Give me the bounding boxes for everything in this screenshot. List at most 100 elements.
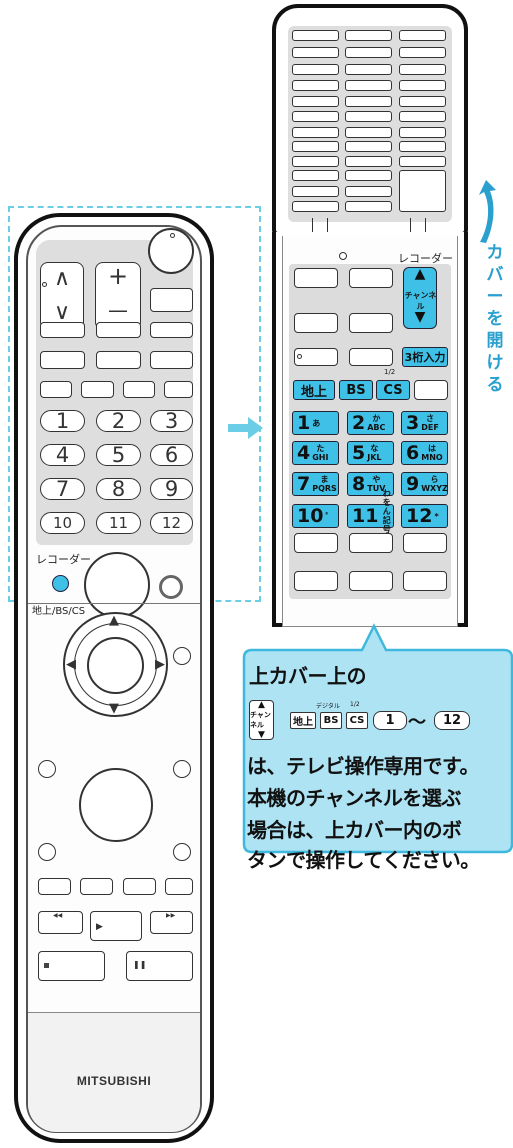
color-button[interactable]: [38, 878, 71, 895]
cover-key[interactable]: [292, 141, 339, 152]
function-button[interactable]: [403, 533, 447, 553]
function-button[interactable]: [294, 533, 338, 553]
cover-key[interactable]: [345, 201, 392, 212]
fast-forward-button[interactable]: [150, 911, 193, 934]
corner-button[interactable]: [173, 843, 191, 861]
corner-button[interactable]: [173, 760, 191, 778]
function-button[interactable]: [349, 571, 393, 591]
input-button[interactable]: [150, 288, 193, 312]
cover-key[interactable]: [399, 170, 446, 212]
channel-rocker[interactable]: [40, 262, 84, 330]
function-button[interactable]: [96, 322, 141, 338]
function-button[interactable]: [150, 351, 193, 369]
source-terrestrial-button[interactable]: 地上: [293, 380, 335, 400]
number-key-4[interactable]: 4: [40, 443, 85, 467]
play-button[interactable]: [90, 911, 142, 941]
number-key-3[interactable]: 3: [150, 409, 193, 433]
function-button[interactable]: [96, 351, 141, 369]
corner-button[interactable]: [38, 843, 56, 861]
function-button[interactable]: [403, 571, 447, 591]
number-key-6[interactable]: 6: [150, 443, 193, 467]
stop-button[interactable]: [38, 951, 105, 981]
function-button[interactable]: [294, 268, 338, 288]
three-digit-input-button[interactable]: 3桁入力: [402, 347, 448, 367]
cover-key[interactable]: [292, 47, 339, 58]
cover-key[interactable]: [292, 170, 339, 181]
home-button[interactable]: [84, 552, 150, 618]
color-button[interactable]: [80, 878, 113, 895]
cover-key[interactable]: [292, 201, 339, 212]
number-key-2[interactable]: 2: [96, 409, 141, 433]
cover-key[interactable]: [345, 127, 392, 138]
recorder-number-key-12[interactable]: 12*: [401, 504, 448, 528]
function-button[interactable]: [349, 313, 393, 333]
recorder-number-key-10[interactable]: 10゜: [292, 504, 339, 528]
pause-button[interactable]: [126, 951, 193, 981]
recorder-channel-rocker[interactable]: [403, 267, 437, 329]
function-button[interactable]: [414, 380, 448, 400]
large-round-button[interactable]: [79, 768, 153, 842]
cover-key[interactable]: [292, 156, 339, 167]
function-button[interactable]: [294, 348, 338, 366]
cover-key[interactable]: [399, 156, 446, 167]
mode-select-button[interactable]: [52, 575, 69, 592]
cover-key[interactable]: [399, 30, 446, 41]
cover-key[interactable]: [399, 141, 446, 152]
color-button[interactable]: [164, 381, 193, 398]
color-button[interactable]: [123, 878, 156, 895]
cover-key[interactable]: [399, 47, 446, 58]
cover-key[interactable]: [345, 186, 392, 197]
function-button[interactable]: [40, 322, 85, 338]
color-button[interactable]: [123, 381, 155, 398]
number-key-9[interactable]: 9: [150, 477, 193, 501]
number-key-11[interactable]: 11: [96, 512, 141, 534]
cover-key[interactable]: [292, 186, 339, 197]
corner-button[interactable]: [38, 760, 56, 778]
cover-key[interactable]: [292, 127, 339, 138]
number-key-7[interactable]: 7: [40, 477, 85, 501]
function-button[interactable]: [349, 348, 393, 366]
cover-key[interactable]: [292, 111, 339, 122]
color-button[interactable]: [165, 878, 193, 895]
cover-key[interactable]: [399, 64, 446, 75]
cover-key[interactable]: [292, 80, 339, 91]
cover-key[interactable]: [399, 96, 446, 107]
corner-button[interactable]: [173, 647, 191, 665]
function-button[interactable]: [150, 322, 193, 338]
function-button[interactable]: [349, 268, 393, 288]
function-button[interactable]: [294, 313, 338, 333]
cover-key[interactable]: [399, 127, 446, 138]
number-key-5[interactable]: 5: [96, 443, 141, 467]
number-key-10[interactable]: 10: [40, 512, 85, 534]
number-key-8[interactable]: 8: [96, 477, 141, 501]
function-button[interactable]: [349, 533, 393, 553]
number-key-1[interactable]: 1: [40, 409, 85, 433]
cover-key[interactable]: [292, 96, 339, 107]
cover-key[interactable]: [345, 170, 392, 181]
cover-key[interactable]: [292, 30, 339, 41]
cover-key[interactable]: [345, 64, 392, 75]
cover-key[interactable]: [345, 156, 392, 167]
small-round-button[interactable]: [159, 575, 183, 599]
cover-key[interactable]: [345, 141, 392, 152]
cover-key[interactable]: [345, 47, 392, 58]
function-button[interactable]: [294, 571, 338, 591]
number-key-12[interactable]: 12: [150, 512, 193, 534]
enter-button[interactable]: [87, 637, 144, 694]
cover-key[interactable]: [399, 80, 446, 91]
cover-key[interactable]: [292, 64, 339, 75]
cover-key[interactable]: [345, 80, 392, 91]
rewind-button[interactable]: [38, 911, 83, 934]
cover-key[interactable]: [399, 111, 446, 122]
cover-key[interactable]: [345, 96, 392, 107]
source-bs-button[interactable]: BS: [339, 380, 373, 400]
color-button[interactable]: [40, 381, 72, 398]
